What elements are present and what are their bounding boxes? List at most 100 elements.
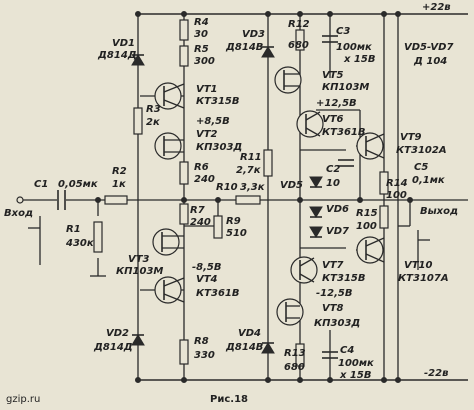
svg-text:30: 30 xyxy=(194,29,208,40)
svg-text:240: 240 xyxy=(194,174,215,185)
transistor-vt8: VT8 КП303Д xyxy=(276,298,360,329)
svg-text:х 15В: х 15В xyxy=(339,370,371,381)
svg-text:VD6: VD6 xyxy=(326,204,349,215)
diode-vd7: VD7 xyxy=(309,226,349,238)
transistor-vt6: VT6 КТ361В xyxy=(296,110,366,138)
capacitor-c2: C2 10 xyxy=(326,159,354,189)
svg-text:VD2: VD2 xyxy=(106,328,129,339)
voltage-v4: -12,5В xyxy=(316,288,352,299)
svg-text:R3: R3 xyxy=(146,104,161,115)
svg-text:VD4: VD4 xyxy=(238,328,261,339)
svg-text:КТ361В: КТ361В xyxy=(196,288,240,299)
svg-text:C4: C4 xyxy=(340,345,354,356)
svg-text:VD1: VD1 xyxy=(112,38,135,49)
zener-vd4: VD4 Д814В xyxy=(225,328,275,354)
svg-text:R13: R13 xyxy=(284,348,306,359)
svg-text:Д814В: Д814В xyxy=(225,42,263,53)
svg-text:C2: C2 xyxy=(326,164,340,175)
svg-text:R10: R10 xyxy=(216,182,238,193)
svg-text:КТ3107А: КТ3107А xyxy=(398,273,449,284)
resistor-r5: R5 300 xyxy=(179,44,215,67)
svg-text:КП303Д: КП303Д xyxy=(196,142,242,153)
svg-text:100мк: 100мк xyxy=(336,42,372,53)
svg-text:КП103М: КП103М xyxy=(116,266,163,277)
svg-text:VT9: VT9 xyxy=(400,132,422,143)
svg-text:0,05мк: 0,05мк xyxy=(58,179,98,190)
svg-text:430к: 430к xyxy=(65,238,94,249)
resistor-r1: R1 430к xyxy=(65,221,103,253)
svg-text:R14: R14 xyxy=(386,178,408,189)
svg-text:VT4: VT4 xyxy=(196,274,218,285)
svg-text:R1: R1 xyxy=(66,224,81,235)
svg-text:C1: C1 xyxy=(34,179,48,190)
svg-text:Д814Д: Д814Д xyxy=(93,342,133,353)
input-label: Вход xyxy=(4,208,33,219)
svg-text:C3: C3 xyxy=(336,26,350,37)
svg-text:R7: R7 xyxy=(190,205,205,216)
svg-text:VT5: VT5 xyxy=(322,70,344,81)
capacitor-c1: C1 0,05мк xyxy=(34,179,98,210)
resistor-r10: R10 3,3к xyxy=(216,182,265,205)
watermark: gzip.ru xyxy=(6,394,40,405)
output-label: Выход xyxy=(420,206,458,217)
transistor-vt7: VT7 КТ315В -12,5В xyxy=(290,256,366,299)
voltage-v2: -8,5В xyxy=(192,262,222,273)
svg-text:R12: R12 xyxy=(288,19,310,30)
svg-text:R9: R9 xyxy=(226,216,241,227)
output-terminal: Выход xyxy=(420,206,458,217)
svg-text:VD3: VD3 xyxy=(242,29,265,40)
svg-text:VT7: VT7 xyxy=(322,260,344,271)
transistor-vt1: VT1 КТ315В +8,5В xyxy=(154,82,240,127)
svg-text:R15: R15 xyxy=(356,208,378,219)
capacitor-c5: C5 0,1мк xyxy=(412,162,445,186)
svg-text:2к: 2к xyxy=(146,117,160,128)
svg-text:R8: R8 xyxy=(194,336,209,347)
zener-vd1: VD1 Д814Д xyxy=(97,38,145,66)
svg-text:100мк: 100мк xyxy=(338,358,374,369)
voltage-v3: +12,5В xyxy=(316,98,357,109)
zener-vd3: VD3 Д814В xyxy=(225,29,275,58)
svg-text:КТ315В: КТ315В xyxy=(196,96,240,107)
resistor-r14: R14 100 xyxy=(379,171,408,201)
svg-text:Д814Д: Д814Д xyxy=(97,50,137,61)
svg-text:1к: 1к xyxy=(112,179,126,190)
svg-text:КТ315В: КТ315В xyxy=(322,273,366,284)
svg-text:КП303Д: КП303Д xyxy=(314,318,360,329)
resistor-r15: R15 100 xyxy=(356,205,389,232)
svg-text:100: 100 xyxy=(356,221,377,232)
svg-text:VT10: VT10 xyxy=(404,260,433,271)
resistor-r6: R6 240 xyxy=(179,161,215,185)
svg-text:х 15В: х 15В xyxy=(343,54,375,65)
svg-text:R2: R2 xyxy=(112,166,127,177)
svg-text:VD5: VD5 xyxy=(280,180,303,191)
svg-text:3,3к: 3,3к xyxy=(240,182,265,193)
svg-text:КТ361В: КТ361В xyxy=(322,127,366,138)
svg-text:VD7: VD7 xyxy=(326,226,349,237)
svg-text:240: 240 xyxy=(190,217,211,228)
transistor-vt3: VT3 КП103М -8,5В xyxy=(116,228,222,277)
svg-text:VT2: VT2 xyxy=(196,129,218,140)
svg-text:R4: R4 xyxy=(194,17,209,28)
svg-text:VT3: VT3 xyxy=(128,254,150,265)
svg-text:КТ3102А: КТ3102А xyxy=(396,145,447,156)
voltage-v1: +8,5В xyxy=(196,116,230,127)
resistor-r7: R7 240 xyxy=(179,203,211,228)
svg-text:VT1: VT1 xyxy=(196,84,218,95)
svg-text:R6: R6 xyxy=(194,162,209,173)
resistor-r12: R12 680 xyxy=(288,19,310,51)
svg-text:КП103М: КП103М xyxy=(322,82,369,93)
svg-text:VD5-VD7: VD5-VD7 xyxy=(404,42,453,53)
positive-rail-label: +22в xyxy=(422,2,451,13)
svg-text:2,7к: 2,7к xyxy=(236,165,261,176)
input-terminal: Вход xyxy=(4,196,33,219)
svg-text:10: 10 xyxy=(326,178,340,189)
negative-rail-label: -22в xyxy=(424,368,448,379)
svg-text:Д 104: Д 104 xyxy=(413,56,447,67)
transistor-vt4: VT4 КТ361В xyxy=(154,274,240,304)
svg-text:100: 100 xyxy=(386,190,407,201)
transistor-vt10: VT10 КТ3107А xyxy=(356,236,449,284)
svg-text:R5: R5 xyxy=(194,44,209,55)
diodes-vd5-vd7-note: VD5-VD7 Д 104 xyxy=(404,42,453,67)
svg-text:510: 510 xyxy=(226,228,247,239)
svg-text:330: 330 xyxy=(194,350,215,361)
